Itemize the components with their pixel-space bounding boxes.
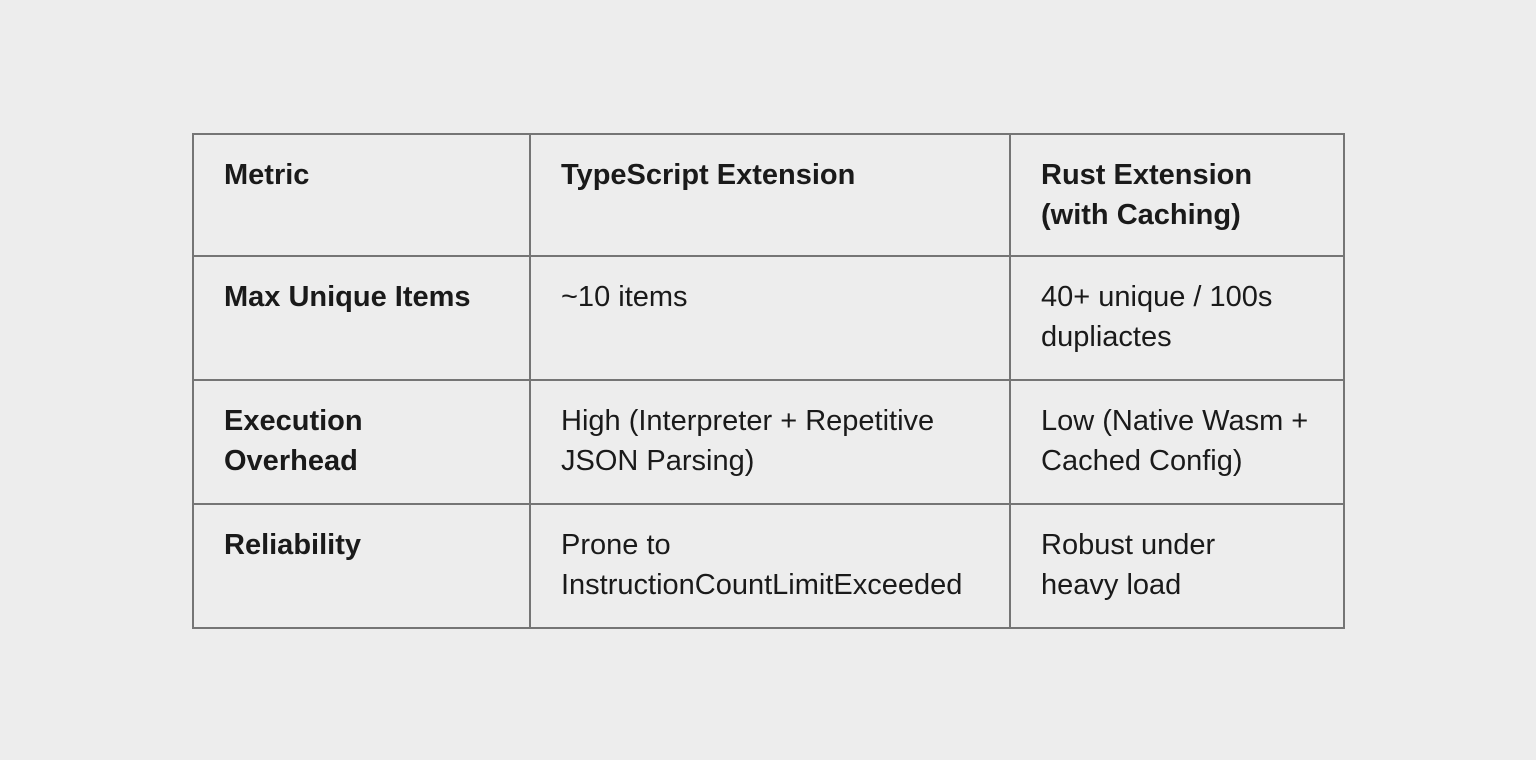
- table-row-max-unique-items: Max Unique Items ~10 items 40+ unique / …: [192, 255, 1345, 381]
- typescript-value-cell: ~10 items: [529, 255, 1011, 381]
- header-cell-metric: Metric: [192, 133, 531, 257]
- rust-value-cell: Robust under heavy load: [1009, 503, 1345, 629]
- metric-cell: Execution Overhead: [192, 379, 531, 505]
- comparison-table-container: Metric TypeScript Extension Rust Extensi…: [192, 133, 1345, 629]
- table-row-execution-overhead: Execution Overhead High (Interpreter + R…: [192, 379, 1345, 505]
- table-header-row: Metric TypeScript Extension Rust Extensi…: [192, 133, 1345, 257]
- rust-value-cell: 40+ unique / 100s dupliactes: [1009, 255, 1345, 381]
- typescript-value-cell: High (Interpreter + Repetitive JSON Pars…: [529, 379, 1011, 505]
- metric-cell: Reliability: [192, 503, 531, 629]
- metric-cell: Max Unique Items: [192, 255, 531, 381]
- table-row-reliability: Reliability Prone to InstructionCountLim…: [192, 503, 1345, 629]
- header-cell-rust-extension: Rust Extension (with Caching): [1009, 133, 1345, 257]
- rust-value-cell: Low (Native Wasm + Cached Config): [1009, 379, 1345, 505]
- typescript-value-cell: Prone to InstructionCountLimitExceeded: [529, 503, 1011, 629]
- header-cell-typescript-extension: TypeScript Extension: [529, 133, 1011, 257]
- comparison-table: Metric TypeScript Extension Rust Extensi…: [192, 133, 1345, 629]
